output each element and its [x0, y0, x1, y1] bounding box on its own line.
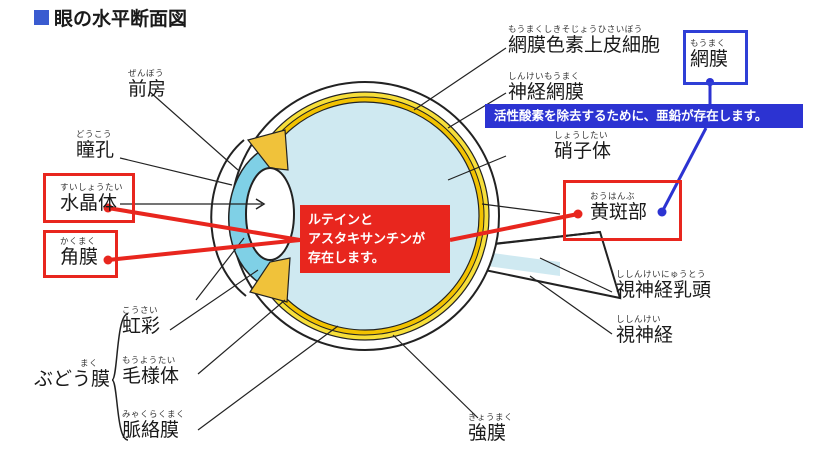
title-square-icon — [34, 10, 49, 25]
label-doukou: どうこう 瞳孔 — [76, 131, 114, 160]
label-moumaku: もうまく 網膜 — [690, 40, 728, 69]
label-text: 毛様体 — [122, 366, 179, 386]
label-moumakushikiso: もうまくしきそじょうひさいぼう 網膜色素上皮細胞 — [508, 26, 660, 55]
label-text: 黄斑部 — [590, 202, 647, 222]
label-myakurakumaku: みゃくらくまく 脈絡膜 — [122, 411, 185, 440]
label-mouyoutai: もうようたい 毛様体 — [122, 357, 179, 386]
label-text: 瞳孔 — [76, 140, 114, 160]
callout-line: 存在します。 — [308, 249, 442, 268]
label-budoumaku: まく ぶどう膜 — [34, 360, 110, 389]
page-title: 眼の水平断面図 — [34, 4, 187, 31]
label-text: 水晶体 — [60, 193, 123, 213]
label-kakumaku: かくまく 角膜 — [60, 238, 98, 267]
carotenoid-callout: ルテインと アスタキサンチンが 存在します。 — [300, 205, 450, 273]
label-text: 視神経乳頭 — [616, 280, 711, 300]
label-ouhanbu: おうはんぶ 黄斑部 — [590, 193, 647, 222]
label-shoushitai: しょうしたい 硝子体 — [554, 132, 611, 161]
label-text: 神経網膜 — [508, 82, 584, 102]
label-kyoumaku: きょうまく 強膜 — [468, 414, 513, 443]
label-kousai: こうさい 虹彩 — [122, 307, 160, 336]
label-zenbou: ぜんぼう 前房 — [128, 70, 166, 99]
zinc-callout: 活性酸素を除去するために、亜鉛が存在します。 — [485, 104, 803, 128]
callout-line: アスタキサンチンが — [308, 230, 442, 249]
label-text: ぶどう膜 — [34, 369, 110, 389]
label-text: 前房 — [128, 79, 166, 99]
label-text: 虹彩 — [122, 316, 160, 336]
label-shinkeimoumaku: しんけいもうまく 神経網膜 — [508, 73, 584, 102]
label-shishinkeinyuutou: ししんけいにゅうとう 視神経乳頭 — [616, 271, 711, 300]
label-text: 強膜 — [468, 423, 513, 443]
label-shishinkei: ししんけい 視神経 — [616, 316, 673, 345]
label-text: 網膜色素上皮細胞 — [508, 35, 660, 55]
page-title-text: 眼の水平断面図 — [54, 4, 187, 31]
label-text: 脈絡膜 — [122, 420, 185, 440]
label-text: 視神経 — [616, 325, 673, 345]
callout-line: ルテインと — [308, 211, 442, 230]
label-text: 角膜 — [60, 247, 98, 267]
label-text: 網膜 — [690, 49, 728, 69]
label-text: 硝子体 — [554, 141, 611, 161]
label-suishoutai: すいしょうたい 水晶体 — [60, 184, 123, 213]
